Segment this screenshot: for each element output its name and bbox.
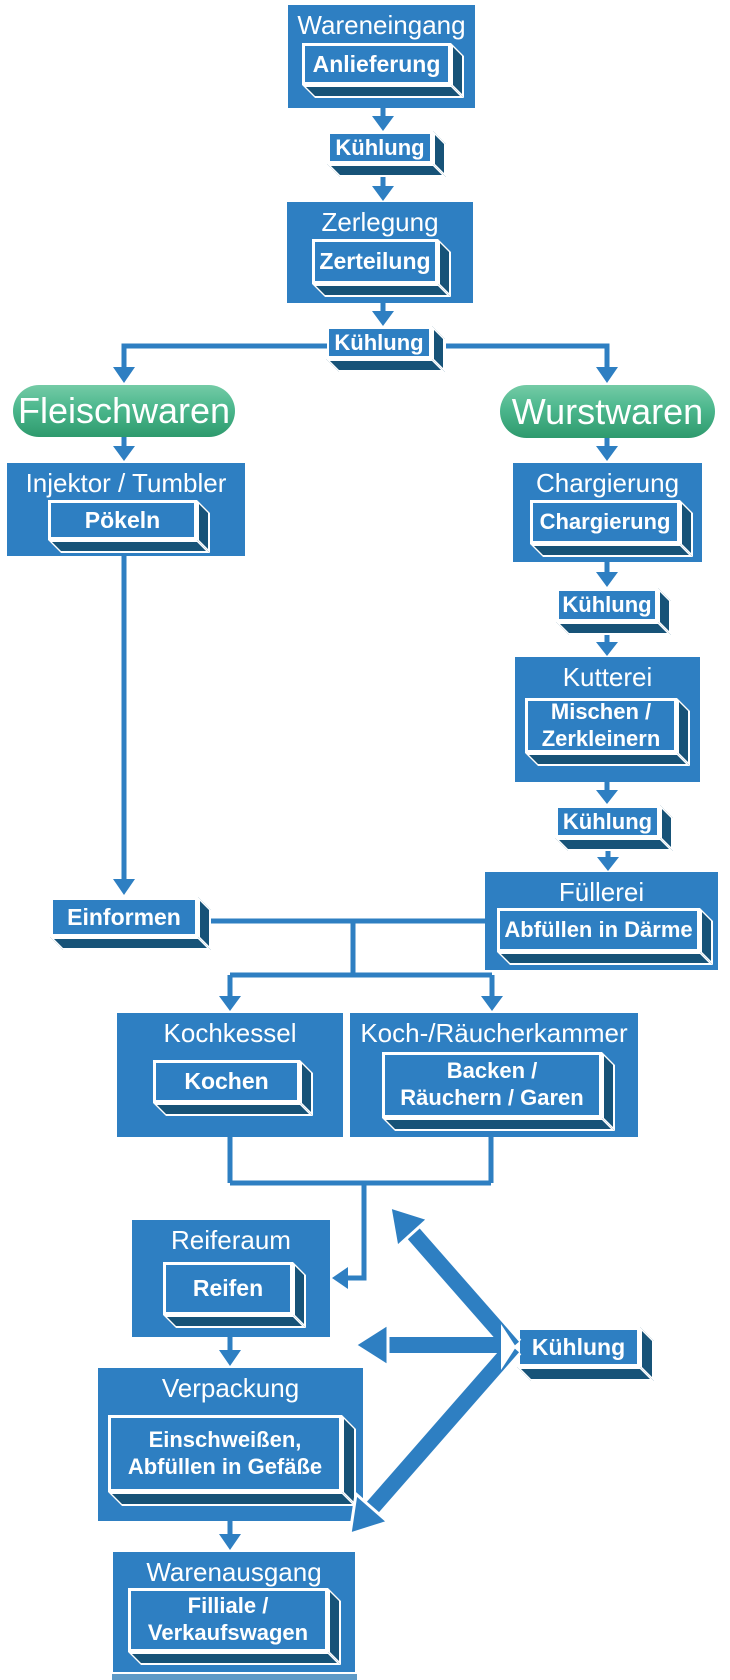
thick-return-arrows — [348, 1204, 522, 1537]
node-kochkessel-process-label: Kochen — [153, 1060, 300, 1103]
thick-outline-up — [404, 1225, 522, 1355]
node-kuehlung-2-label: Kühlung — [326, 326, 432, 359]
arrowhead-kutterei — [596, 642, 618, 656]
arrowhead-zerlegung — [372, 186, 394, 201]
node-chargierung-title: Chargierung — [535, 468, 680, 498]
arrowhead-fuellerei — [597, 857, 619, 871]
node-koch-raeucherkammer-process: Backen / Räuchern / Garen — [382, 1052, 602, 1118]
node-koch-raeucherkammer-line2: Räuchern / Garen — [400, 1085, 584, 1110]
node-wurstwaren-label: Wurstwaren — [511, 390, 704, 432]
node-injektor-tumbler-title: Injektor / Tumbler — [25, 468, 227, 498]
node-kuehlung-3-label: Kühlung — [556, 588, 658, 622]
node-fuellerei-title: Füllerei — [558, 877, 645, 907]
thick-shaft-down — [365, 1341, 520, 1514]
node-kuehlung-5-label: Kühlung — [517, 1327, 640, 1367]
node-wareneingang-title: Wareneingang — [297, 10, 466, 40]
node-kuehlung-2: Kühlung — [326, 326, 432, 359]
node-koch-raeucherkammer: Koch-/Räucherkammer Backen / Räuchern / … — [350, 1013, 638, 1137]
arrowhead-reiferaum — [332, 1267, 348, 1289]
node-reiferaum: Reiferaum Reifen — [132, 1220, 330, 1337]
node-warenausgang-title: Warenausgang — [146, 1557, 322, 1587]
arrowhead-kuehlung1 — [372, 116, 394, 131]
arrowhead-warenausgang — [219, 1534, 241, 1550]
node-kochkessel-process: Kochen — [153, 1060, 300, 1103]
node-verpackung-line1: Einschweißen, — [148, 1426, 302, 1452]
node-zerlegung-title: Zerlegung — [321, 207, 439, 237]
node-zerlegung-process: Zerteilung — [312, 239, 438, 284]
node-zerlegung: Zerlegung Zerteilung — [287, 202, 473, 303]
node-kuehlung-1: Kühlung — [327, 131, 433, 164]
node-kutterei-process-line1: Mischen / — [550, 698, 652, 724]
arrowhead-einformen — [113, 879, 135, 895]
node-wareneingang-process: Anlieferung — [302, 43, 451, 85]
node-kutterei-process-line2: Zerkleinern — [541, 725, 661, 751]
node-warenausgang-line2: Verkaufswagen — [147, 1620, 309, 1645]
node-kuehlung-4-label: Kühlung — [555, 805, 660, 838]
node-wareneingang-process-label: Anlieferung — [302, 43, 451, 85]
hub-notch — [501, 1324, 516, 1370]
node-kutterei: Kutterei Mischen / Zerkleinern — [515, 657, 700, 782]
arrowhead-fleischwaren — [113, 367, 135, 383]
node-kuehlung-4: Kühlung — [555, 805, 660, 838]
thick-outline-down — [363, 1339, 522, 1516]
arrowhead-verpackung — [219, 1350, 241, 1366]
node-warenausgang: Warenausgang Filliale / Verkaufswagen — [113, 1552, 355, 1672]
node-warenausgang-process-label: Filliale / Verkaufswagen — [128, 1588, 328, 1652]
node-verpackung: Verpackung Einschweißen, Abfüllen in Gef… — [98, 1368, 363, 1521]
node-fuellerei-process: Abfüllen in Därme — [497, 908, 700, 952]
node-verpackung-process-label: Einschweißen, Abfüllen in Gefäße — [108, 1415, 342, 1492]
node-verpackung-line2: Abfüllen in Gefäße — [127, 1453, 323, 1479]
node-wareneingang: Wareneingang Anlieferung — [288, 5, 475, 108]
edge-merge-reiferaum — [347, 1183, 367, 1281]
node-verpackung-process: Einschweißen, Abfüllen in Gefäße — [108, 1415, 342, 1492]
node-fuellerei-process-label: Abfüllen in Därme — [497, 908, 700, 952]
thick-head-up — [388, 1204, 431, 1250]
edge-kuehlung2-fleischwaren — [121, 343, 327, 368]
arrowhead-raeucherkammer — [481, 996, 503, 1011]
node-zerlegung-process-label: Zerteilung — [312, 239, 438, 284]
thick-head-left — [352, 1321, 390, 1369]
node-chargierung-process-label: Chargierung — [530, 500, 680, 544]
node-kochkessel-title: Kochkessel — [163, 1018, 297, 1048]
arrowhead-kuehlung3 — [596, 572, 618, 587]
arrowhead-chargierung — [596, 446, 618, 461]
bottom-edge-strip — [112, 1674, 357, 1680]
thick-arrow-outlines — [363, 1225, 522, 1516]
node-kuehlung-1-label: Kühlung — [327, 131, 433, 164]
node-kutterei-title: Kutterei — [562, 662, 653, 692]
node-reiferaum-title: Reiferaum — [171, 1225, 291, 1255]
arrowhead-wurstwaren — [596, 367, 618, 383]
node-chargierung-process: Chargierung — [530, 500, 680, 544]
thick-arrow-shafts — [365, 1227, 520, 1514]
node-warenausgang-process: Filliale / Verkaufswagen — [128, 1588, 328, 1652]
edge-kuehlung2-wurstwaren — [446, 343, 610, 368]
arrowhead-kochkessel — [219, 996, 241, 1011]
node-einformen: Einformen — [50, 897, 198, 937]
node-chargierung: Chargierung Chargierung — [513, 463, 702, 562]
node-injektor-tumbler: Injektor / Tumbler Pökeln — [7, 463, 245, 556]
node-kuehlung-5: Kühlung — [517, 1327, 640, 1367]
node-injektor-tumbler-process-label: Pökeln — [48, 500, 197, 540]
node-fleischwaren: Fleischwaren — [13, 385, 235, 437]
node-kutterei-process-label: Mischen / Zerkleinern — [525, 698, 677, 753]
node-verpackung-title: Verpackung — [161, 1373, 300, 1403]
node-kutterei-process: Mischen / Zerkleinern — [525, 698, 677, 753]
arrowhead-injektor — [113, 446, 135, 461]
node-koch-raeucherkammer-line1: Backen / — [446, 1058, 538, 1084]
node-injektor-tumbler-process: Pökeln — [48, 500, 197, 540]
arrowhead-kuehlung2 — [372, 311, 394, 326]
node-fleischwaren-label: Fleischwaren — [17, 390, 231, 431]
node-koch-raeucherkammer-process-label: Backen / Räuchern / Garen — [382, 1052, 602, 1118]
node-fuellerei: Füllerei Abfüllen in Därme — [485, 872, 718, 970]
node-kochkessel: Kochkessel Kochen — [117, 1013, 343, 1137]
thick-shaft-up — [406, 1227, 520, 1353]
node-reiferaum-process-label: Reifen — [163, 1262, 293, 1315]
node-kuehlung-3: Kühlung — [556, 588, 658, 622]
node-wurstwaren: Wurstwaren — [500, 385, 715, 438]
arrowhead-kuehlung4 — [596, 790, 618, 804]
node-reiferaum-process: Reifen — [163, 1262, 293, 1315]
node-koch-raeucherkammer-title: Koch-/Räucherkammer — [360, 1018, 628, 1048]
node-warenausgang-line1: Filliale / — [187, 1593, 269, 1619]
node-einformen-label: Einformen — [50, 897, 198, 937]
